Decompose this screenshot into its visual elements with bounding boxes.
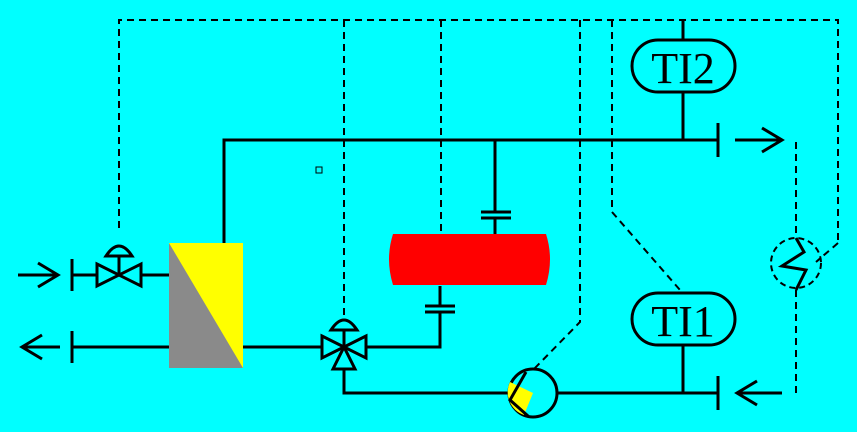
circulation-pump-icon — [507, 367, 559, 419]
instrument-ti2: TI2 — [630, 38, 737, 94]
top-right-arrow-icon — [735, 126, 785, 154]
small-marker — [315, 166, 323, 174]
instrument-ti1: TI1 — [630, 291, 737, 347]
heat-exchanger-icon — [169, 243, 243, 368]
control-valve-icon — [95, 244, 143, 289]
expansion-tank-icon — [389, 234, 550, 285]
signal-line-pump — [532, 20, 581, 371]
outlet-arrow-icon — [19, 333, 60, 361]
signal-line-ti1 — [611, 20, 681, 291]
bottom-return-pipe — [342, 370, 509, 395]
three-way-valve-icon — [320, 318, 368, 371]
instrument-ti2-label: TI2 — [651, 44, 715, 93]
inlet-arrow-icon — [18, 261, 61, 289]
bottom-right-arrow-icon — [734, 379, 782, 407]
top-supply-pipe — [222, 138, 718, 243]
heating-coil-icon — [770, 237, 822, 291]
instrument-ti1-label: TI1 — [651, 297, 715, 346]
signal-line-top-loop — [118, 19, 839, 243]
signal-line-coil — [795, 142, 839, 393]
valve-to-tank-pipe — [366, 312, 442, 349]
